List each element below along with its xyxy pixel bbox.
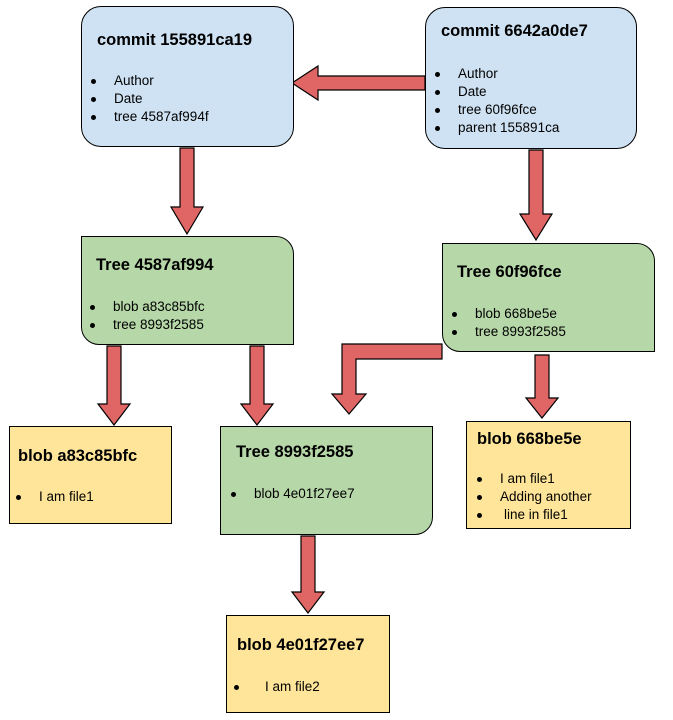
commit-6642a0de7-title: commit 6642a0de7: [441, 22, 588, 40]
content-line: I am file1: [472, 470, 592, 488]
entry-blob: blob 668be5e: [447, 305, 566, 323]
arrow-tree-a-to-blob-a: [96, 345, 132, 426]
tree-8993f2585-node: Tree 8993f2585 blob 4e01f27ee7: [220, 426, 433, 535]
field-author: Author: [430, 65, 559, 83]
blob-4e01f27ee7-node: blob 4e01f27ee7 I am file2: [226, 615, 390, 713]
field-date: Date: [86, 90, 209, 108]
blob-668be5e-content: I am file1 Adding another line in file1: [472, 470, 592, 524]
field-tree: tree 60f96fce: [430, 101, 559, 119]
blob-4e01f27ee7-title: blob 4e01f27ee7: [237, 636, 365, 654]
blob-a83c85bfc-title: blob a83c85bfc: [18, 447, 138, 465]
arrow-commit-b-to-tree-b: [518, 149, 554, 242]
entry-tree: tree 8993f2585: [85, 316, 205, 334]
arrow-tree-c-to-blob-c: [290, 535, 326, 614]
blob-668be5e-node: blob 668be5e I am file1 Adding another l…: [466, 421, 631, 529]
commit-155891ca19-fields: Author Date tree 4587af994f: [86, 72, 209, 126]
arrow-tree-b-to-tree-c: [330, 343, 443, 415]
arrow-tree-b-to-blob-b: [524, 354, 560, 419]
commit-155891ca19-node: commit 155891ca19 Author Date tree 4587a…: [81, 6, 294, 147]
blob-a83c85bfc-content: I am file1: [11, 488, 94, 506]
arrow-tree-a-to-tree-c: [239, 345, 275, 426]
blob-668be5e-title: blob 668be5e: [477, 430, 582, 448]
tree-8993f2585-title: Tree 8993f2585: [236, 443, 354, 461]
tree-4587af994-node: Tree 4587af994 blob a83c85bfc tree 8993f…: [81, 236, 294, 345]
tree-8993f2585-entries: blob 4e01f27ee7: [226, 485, 355, 503]
blob-4e01f27ee7-content: I am file2: [229, 678, 320, 696]
field-date: Date: [430, 83, 559, 101]
tree-4587af994-title: Tree 4587af994: [96, 256, 214, 274]
entry-blob: blob 4e01f27ee7: [226, 485, 355, 503]
tree-4587af994-entries: blob a83c85bfc tree 8993f2585: [85, 298, 205, 334]
content-line-continued: line in file1: [472, 506, 592, 524]
arrow-parent-to-commit: [290, 64, 426, 102]
arrow-commit-a-to-tree-a: [169, 147, 205, 236]
tree-60f96fce-node: Tree 60f96fce blob 668be5e tree 8993f258…: [442, 243, 655, 352]
content-line: I am file1: [11, 488, 94, 506]
tree-60f96fce-title: Tree 60f96fce: [457, 263, 562, 281]
content-line: I am file2: [229, 678, 320, 696]
field-author: Author: [86, 72, 209, 90]
entry-tree: tree 8993f2585: [447, 323, 566, 341]
field-parent: parent 155891ca: [430, 119, 559, 137]
tree-60f96fce-entries: blob 668be5e tree 8993f2585: [447, 305, 566, 341]
content-line: Adding another: [472, 488, 592, 506]
entry-blob: blob a83c85bfc: [85, 298, 205, 316]
commit-6642a0de7-node: commit 6642a0de7 Author Date tree 60f96f…: [425, 7, 637, 149]
commit-6642a0de7-fields: Author Date tree 60f96fce parent 155891c…: [430, 65, 559, 137]
field-tree: tree 4587af994f: [86, 108, 209, 126]
blob-a83c85bfc-node: blob a83c85bfc I am file1: [9, 426, 172, 524]
commit-155891ca19-title: commit 155891ca19: [97, 31, 253, 49]
